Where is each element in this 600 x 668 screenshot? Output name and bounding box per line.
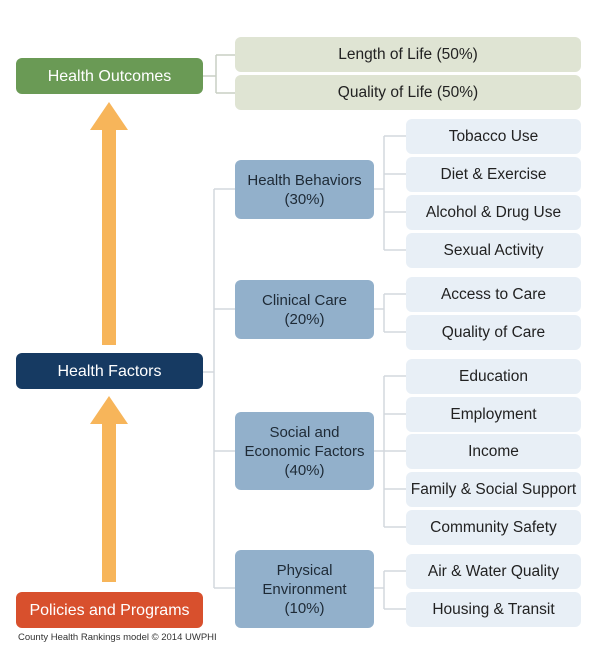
factor-label: Quality of Care: [441, 324, 546, 341]
factor-label: Family & Social Support: [410, 481, 577, 498]
policies-programs-label: Policies and Programs: [29, 601, 190, 619]
factor-item: Access to Care: [406, 277, 581, 312]
factor-label: Tobacco Use: [448, 128, 539, 145]
health-behaviors-category: Health Behaviors (30%): [235, 160, 374, 219]
category-weight: (20%): [284, 310, 325, 328]
category-name: Physical: [276, 561, 333, 579]
factor-label: Air & Water Quality: [427, 563, 560, 580]
factor-item: Community Safety: [406, 510, 581, 545]
health-outcomes-box: Health Outcomes: [16, 58, 203, 94]
factor-item: Alcohol & Drug Use: [406, 195, 581, 230]
health-factors-box: Health Factors: [16, 353, 203, 389]
factor-item: Income: [406, 434, 581, 469]
category-weight: (10%): [284, 599, 325, 617]
physical-environment-category: Physical Environment (10%): [235, 550, 374, 628]
factor-label: Diet & Exercise: [440, 166, 547, 183]
arrow-up-to-factors: [90, 396, 128, 582]
category-name-2: Environment: [262, 580, 347, 598]
outcome-item-label: Quality of Life (50%): [337, 84, 479, 101]
category-name: Clinical Care: [261, 291, 348, 309]
category-name-2: Economic Factors: [244, 442, 365, 460]
category-weight: (30%): [284, 190, 325, 208]
copyright-caption: County Health Rankings model © 2014 UWPH…: [18, 632, 217, 643]
health-factors-label: Health Factors: [57, 362, 162, 380]
factor-item: Housing & Transit: [406, 592, 581, 627]
factor-item: Diet & Exercise: [406, 157, 581, 192]
category-name: Social and: [269, 423, 340, 441]
factor-item: Family & Social Support: [406, 472, 581, 507]
factor-label: Housing & Transit: [432, 601, 555, 618]
outcome-item: Length of Life (50%): [235, 37, 581, 72]
policies-programs-box: Policies and Programs: [16, 592, 203, 628]
health-outcomes-label: Health Outcomes: [47, 67, 172, 85]
factor-item: Education: [406, 359, 581, 394]
factor-item: Quality of Care: [406, 315, 581, 350]
factor-label: Access to Care: [440, 286, 547, 303]
factor-label: Income: [468, 443, 519, 460]
factor-label: Alcohol & Drug Use: [425, 204, 562, 221]
clinical-care-category: Clinical Care (20%): [235, 280, 374, 339]
factor-label: Employment: [450, 406, 537, 423]
outcome-item-label: Length of Life (50%): [338, 46, 478, 63]
factor-item: Air & Water Quality: [406, 554, 581, 589]
social-economic-category: Social and Economic Factors (40%): [235, 412, 374, 490]
factor-item: Employment: [406, 397, 581, 432]
outcome-item: Quality of Life (50%): [235, 75, 581, 110]
factor-item: Sexual Activity: [406, 233, 581, 268]
factor-label: Sexual Activity: [443, 242, 544, 259]
arrow-up-to-outcomes: [90, 102, 128, 345]
factor-item: Tobacco Use: [406, 119, 581, 154]
category-weight: (40%): [284, 461, 325, 479]
factor-label: Education: [459, 368, 528, 385]
category-name: Health Behaviors: [247, 171, 362, 189]
factor-label: Community Safety: [430, 519, 557, 536]
